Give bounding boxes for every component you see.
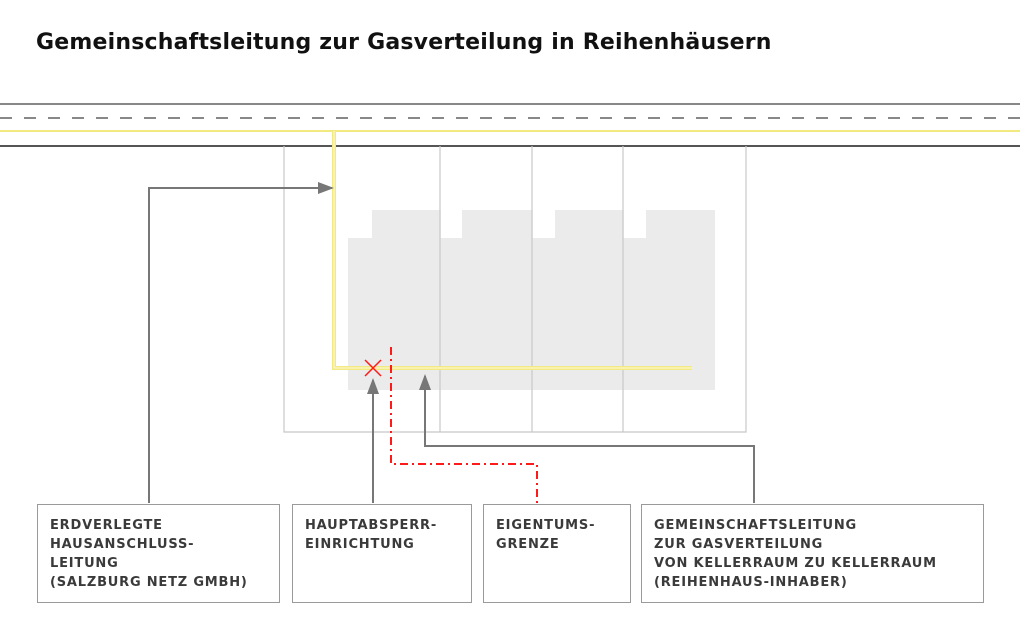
label-main-shutoff: HAUPTABSPERR- EINRICHTUNG xyxy=(292,504,472,603)
label-line: ZUR GASVERTEILUNG xyxy=(654,537,824,552)
plot-divider-over-house xyxy=(439,210,624,390)
plot-boundary xyxy=(283,146,747,433)
diagram-title: Gemeinschaftsleitung zur Gasverteilung i… xyxy=(36,30,772,55)
gas-house-line xyxy=(332,131,692,370)
label-line: ERDVERLEGTE xyxy=(50,518,163,533)
label-line: EIGENTUMS- xyxy=(496,518,596,533)
label-service-line: ERDVERLEGTE HAUSANSCHLUSS- LEITUNG (SALZ… xyxy=(37,504,280,603)
label-line: VON KELLERRAUM ZU KELLERRAUM xyxy=(654,556,937,571)
label-line: (SALZBURG NETZ GMBH) xyxy=(50,575,248,590)
label-line: GRENZE xyxy=(496,537,560,552)
arrow-common-line xyxy=(419,374,755,503)
label-common-line: GEMEINSCHAFTSLEITUNG ZUR GASVERTEILUNG V… xyxy=(641,504,984,603)
ownership-boundary-line xyxy=(390,347,538,503)
label-line: GEMEINSCHAFTSLEITUNG xyxy=(654,518,858,533)
label-ownership-boundary: EIGENTUMS- GRENZE xyxy=(483,504,631,603)
road xyxy=(0,103,1020,147)
label-line: HAUPTABSPERR- xyxy=(305,518,438,533)
label-line: HAUSANSCHLUSS- xyxy=(50,537,195,552)
label-line: (REIHENHAUS-INHABER) xyxy=(654,575,848,590)
arrow-service-line xyxy=(148,182,334,503)
label-line: LEITUNG xyxy=(50,556,119,571)
main-shutoff-icon xyxy=(364,359,382,377)
label-line: EINRICHTUNG xyxy=(305,537,415,552)
